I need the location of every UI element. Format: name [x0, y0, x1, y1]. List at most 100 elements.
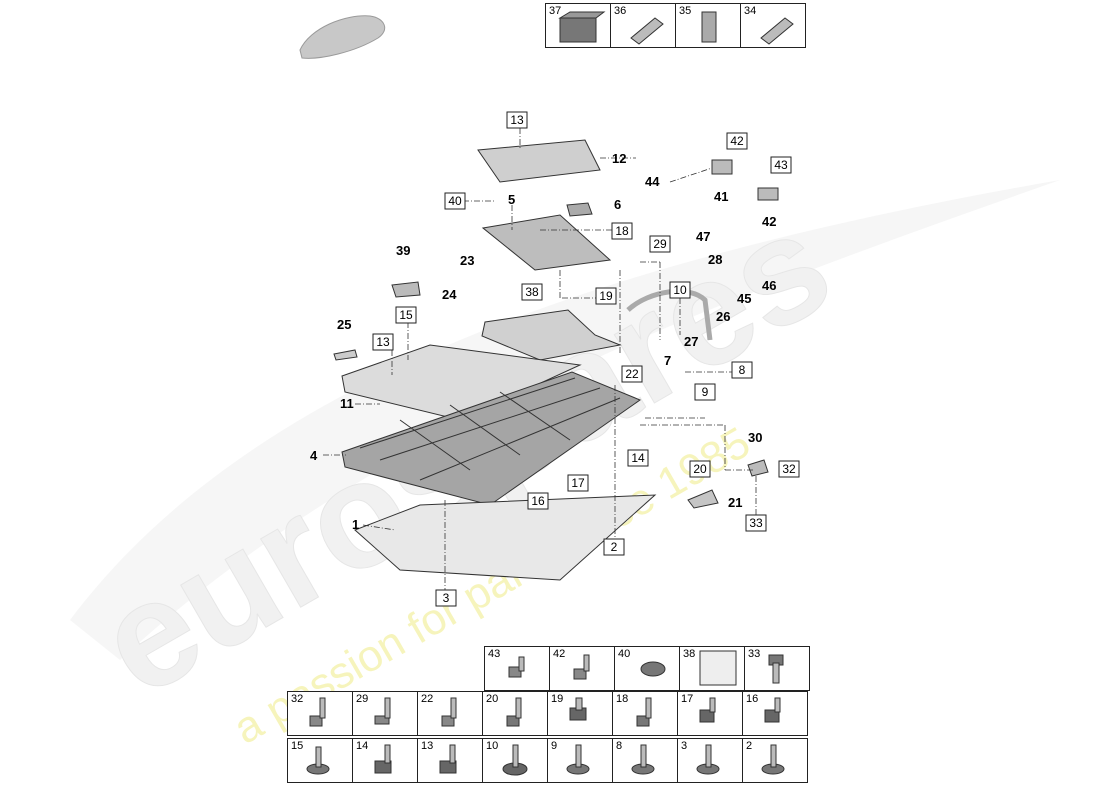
fastener-num: 2: [746, 740, 753, 752]
bolt-icon: [569, 697, 587, 721]
fastener-num: 14: [356, 740, 369, 752]
fastener-num: 43: [488, 648, 501, 660]
fastener-num: 16: [746, 693, 759, 705]
box-20: 20: [693, 462, 707, 476]
bolt-icon: [636, 697, 652, 727]
strip-cell-36: 36: [610, 3, 676, 48]
fastener-29: 29: [352, 691, 418, 736]
strip-cell-37: 37: [545, 3, 611, 48]
boxed-callouts: [372, 111, 800, 607]
bolt-icon: [768, 654, 784, 684]
callout-42: 42: [762, 214, 776, 229]
bolt-icon: [699, 697, 716, 723]
fastener-8: 8: [612, 738, 678, 783]
callout-21: 21: [728, 495, 742, 510]
bolt-icon: [761, 744, 785, 775]
bolt-icon: [508, 656, 525, 678]
bolt-icon: [506, 697, 522, 727]
callout-39: 39: [396, 243, 410, 258]
fastener-num: 17: [681, 693, 694, 705]
fastener-grid-row2: 32 29 22 20 19 18 17 16: [287, 691, 808, 736]
fastener-38: 38: [679, 646, 745, 691]
callout-26: 26: [716, 309, 730, 324]
fastener-32: 32: [287, 691, 353, 736]
box-15: 15: [399, 308, 413, 322]
sealant-box-icon: [558, 11, 606, 43]
fastener-33: 33: [744, 646, 810, 691]
watermark-swoosh: [70, 180, 1060, 660]
strip-num: 34: [744, 5, 757, 17]
box-17: 17: [571, 476, 585, 490]
box-8: 8: [739, 363, 746, 377]
fastener-num: 33: [748, 648, 761, 660]
callout-4: 4: [310, 448, 318, 463]
fastener-42: 42: [549, 646, 615, 691]
bolt-icon: [441, 697, 457, 727]
callout-23: 23: [460, 253, 474, 268]
bolt-icon: [502, 744, 528, 776]
fastener-43: 43: [484, 646, 550, 691]
tube-icon: [630, 17, 664, 45]
fastener-9: 9: [547, 738, 613, 783]
box-18: 18: [615, 224, 629, 238]
box-40: 40: [448, 194, 462, 208]
fastener-num: 9: [551, 740, 558, 752]
callout-46: 46: [762, 278, 776, 293]
fastener-num: 10: [486, 740, 499, 752]
top-parts-strip: 37 36 35 34: [545, 3, 806, 48]
fastener-num: 42: [553, 648, 566, 660]
callout-41: 41: [714, 189, 728, 204]
box-16: 16: [531, 494, 545, 508]
fastener-num: 32: [291, 693, 304, 705]
callout-47: 47: [696, 229, 710, 244]
callout-6: 6: [614, 197, 621, 212]
fastener-num: 19: [551, 693, 564, 705]
box-42: 42: [730, 134, 744, 148]
box-9: 9: [702, 385, 709, 399]
box-13a: 13: [510, 113, 524, 127]
fastener-10: 10: [482, 738, 548, 783]
callout-1: 1: [352, 517, 359, 532]
fastener-40: 40: [614, 646, 680, 691]
box-22: 22: [625, 367, 639, 381]
fastener-num: 20: [486, 693, 499, 705]
bolt-icon: [306, 746, 330, 775]
callout-5: 5: [508, 192, 515, 207]
bolt-icon: [374, 744, 392, 774]
callout-30: 30: [748, 430, 762, 445]
cartridge-icon: [701, 11, 717, 43]
fastener-num: 29: [356, 693, 369, 705]
box-10: 10: [673, 283, 687, 297]
callout-12: 12: [612, 151, 626, 166]
bolt-icon: [764, 697, 781, 723]
callout-24: 24: [442, 287, 457, 302]
fastener-22: 22: [417, 691, 483, 736]
fastener-num: 15: [291, 740, 304, 752]
bolt-icon: [309, 697, 326, 727]
bolt-icon: [573, 654, 590, 680]
bolt-icon: [696, 744, 720, 775]
callout-25: 25: [337, 317, 351, 332]
box-19: 19: [599, 289, 613, 303]
box-32: 32: [782, 462, 796, 476]
box-33: 33: [749, 516, 763, 530]
fastener-13: 13: [417, 738, 483, 783]
box-14: 14: [631, 451, 645, 465]
box-43: 43: [774, 158, 788, 172]
fastener-14: 14: [352, 738, 418, 783]
boxed-callout-labels: 13 42 43 40 18 29 38 19 10 15 13 22 8 9 …: [376, 113, 796, 605]
strip-cell-34: 34: [740, 3, 806, 48]
box-38: 38: [525, 285, 539, 299]
fastener-17: 17: [677, 691, 743, 736]
fastener-num: 38: [683, 648, 696, 660]
fastener-2: 2: [742, 738, 808, 783]
fastener-19: 19: [547, 691, 613, 736]
fastener-num: 8: [616, 740, 623, 752]
fastener-num: 3: [681, 740, 688, 752]
plain-callouts: 12 44 41 42 5 6 47 28 39 23 24 45 46 26 …: [310, 151, 776, 532]
fastener-num: 13: [421, 740, 434, 752]
fastener-3: 3: [677, 738, 743, 783]
box-2: 2: [611, 540, 618, 554]
bolt-icon: [374, 697, 391, 725]
